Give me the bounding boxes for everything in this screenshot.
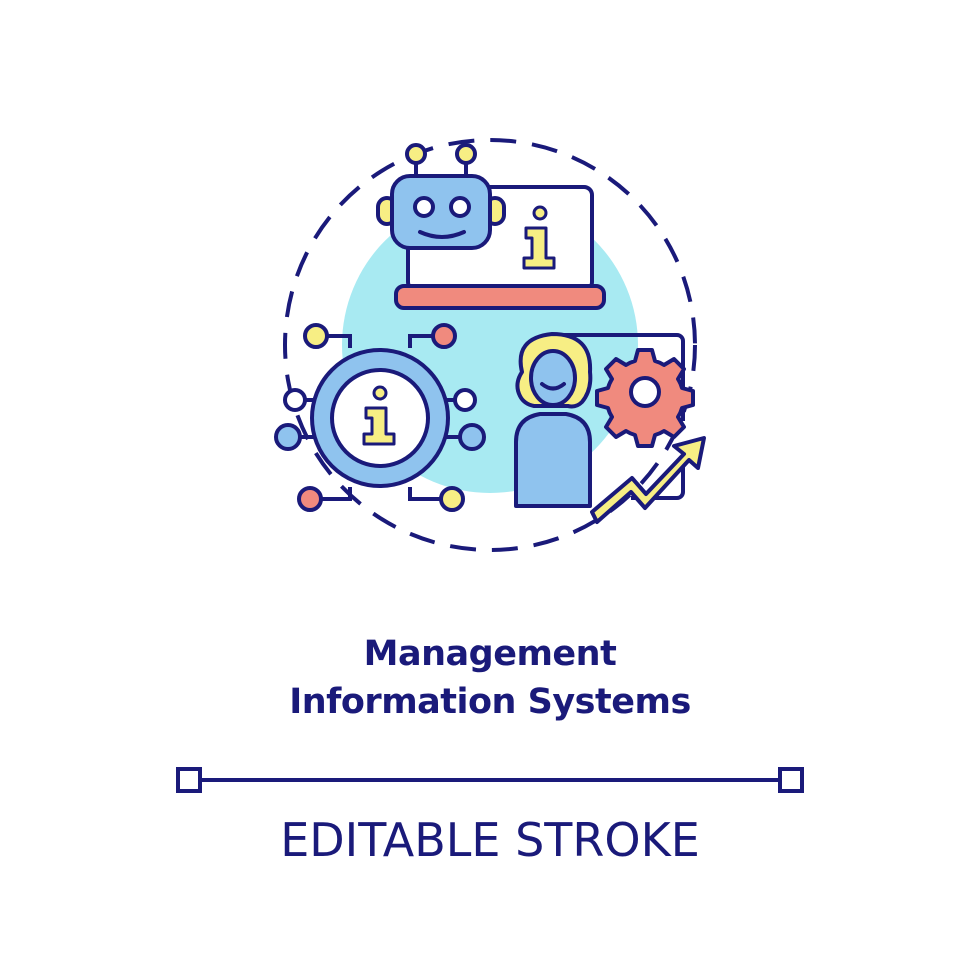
growth-arrow-icon xyxy=(590,436,706,524)
title-line-2: Information Systems xyxy=(289,682,691,722)
gear-icon xyxy=(595,348,695,448)
page-title: Management Information Systems xyxy=(0,630,980,726)
stroke-divider xyxy=(176,767,804,793)
divider-handle-left xyxy=(176,767,202,793)
info-network-icon xyxy=(274,323,486,512)
presentation-board xyxy=(555,333,685,500)
info-icon xyxy=(522,205,556,270)
divider-handle-right xyxy=(778,767,804,793)
management-information-systems-illustration xyxy=(274,138,706,552)
dashed-ring xyxy=(283,138,697,552)
person-icon xyxy=(514,332,593,508)
robot-icon xyxy=(376,143,506,250)
editable-stroke-caption: EDITABLE STROKE xyxy=(280,813,700,867)
title-line-1: Management xyxy=(363,634,617,674)
